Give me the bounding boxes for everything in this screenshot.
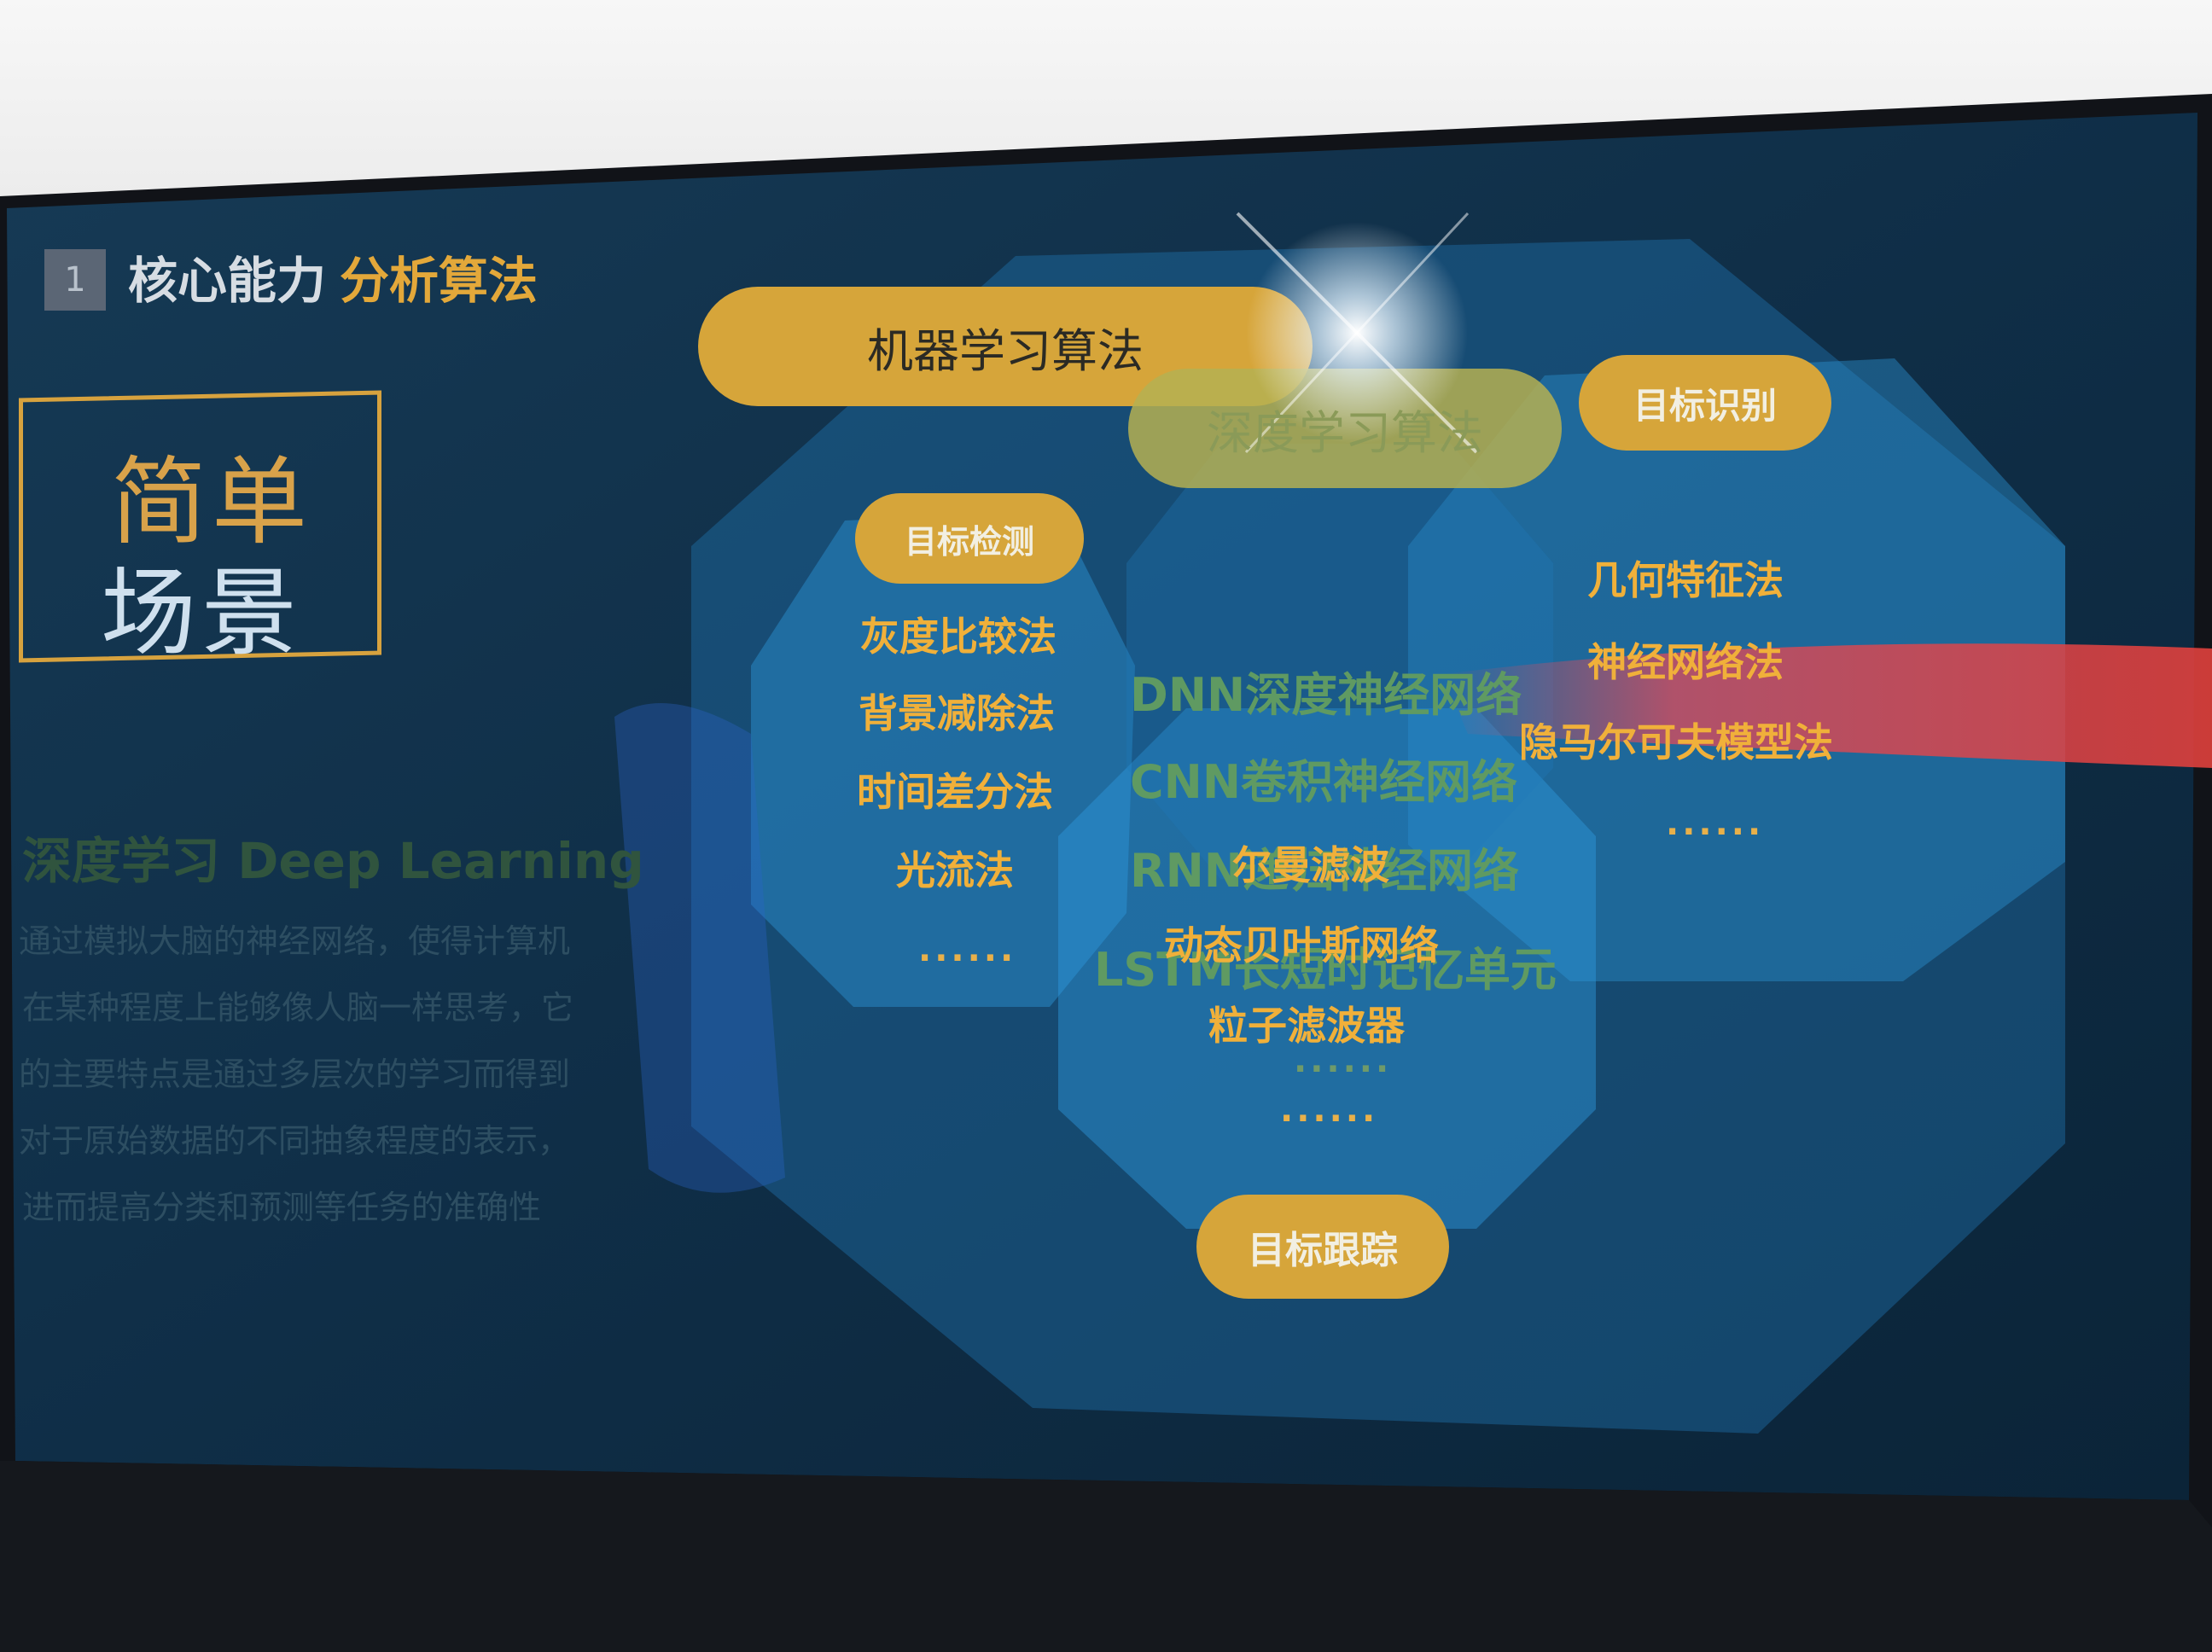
- deep-item: RNN递归神经网络: [1130, 844, 1519, 898]
- deep-item: CNN卷积神经网络: [1130, 755, 1518, 809]
- blue-reflection: [614, 703, 785, 1193]
- pill-deep-learning-label: 深度学习算法: [1207, 405, 1483, 460]
- detection-item: 光流法: [896, 847, 1014, 893]
- detection-item: 背景减除法: [859, 690, 1055, 736]
- deep-octagon: [1126, 444, 1553, 879]
- page-title-part2: 分析算法: [340, 252, 538, 310]
- pill-target-detection-label: 目标检测: [904, 522, 1034, 561]
- deep-learning-line: 的主要特点是通过多层次的学习而得到: [19, 1056, 571, 1093]
- recognition-item: 神经网络法: [1587, 639, 1784, 685]
- pill-machine-learning-label: 机器学习算法: [867, 323, 1144, 378]
- deep-item: LSTM长短时记忆单元: [1094, 943, 1557, 997]
- tracking-octagon: [1058, 708, 1596, 1229]
- pill-target-detection: [855, 493, 1084, 584]
- scene-line1: 简单: [111, 447, 312, 558]
- bezel-bottom: [0, 1461, 2212, 1652]
- detection-item: 时间差分法: [857, 769, 1053, 815]
- light-streak: [1442, 643, 2212, 768]
- recognition-item: 几何特征法: [1587, 557, 1784, 603]
- deep-more: ......: [1294, 1041, 1393, 1080]
- pill-target-recognition-label: 目标识别: [1633, 384, 1777, 427]
- deep-learning-line: 进而提高分类和预测等任务的准确性: [22, 1189, 542, 1226]
- pill-target-recognition: [1579, 355, 1831, 451]
- deep-learning-title: 深度学习 Deep Learning: [22, 832, 644, 890]
- pill-target-tracking: [1196, 1195, 1449, 1299]
- scene-line2: 场景: [101, 558, 302, 669]
- flare-ray: [1244, 212, 1470, 454]
- deep-learning-line: 通过模拟大脑的神经网络，使得计算机: [19, 922, 571, 960]
- detection-octagon: [751, 512, 1135, 1007]
- tracking-more: ......: [1280, 1091, 1379, 1130]
- pill-target-tracking-label: 目标跟踪: [1248, 1229, 1398, 1272]
- tracking-item: 动态贝叶斯网络: [1164, 922, 1439, 969]
- detection-item: 灰度比较法: [860, 614, 1057, 660]
- page-title-part1: 核心能力: [128, 252, 327, 310]
- recognition-item: 隐马尔可夫模型法: [1519, 719, 1833, 765]
- deep-learning-line: 在某种程度上能够像人脑一样思考，它: [22, 989, 574, 1027]
- deep-item: DNN深度神经网络: [1130, 668, 1522, 722]
- recognition-more: ......: [1666, 804, 1765, 843]
- section-number: 1: [64, 260, 86, 300]
- tracking-item: 尔曼滤波: [1232, 842, 1389, 888]
- deep-learning-line: 对于原始数据的不同抽象程度的表示，: [19, 1122, 571, 1160]
- section-number-badge: 1: [44, 249, 106, 311]
- detection-more: ......: [918, 930, 1017, 969]
- tracking-item: 粒子滤波器: [1208, 1003, 1405, 1049]
